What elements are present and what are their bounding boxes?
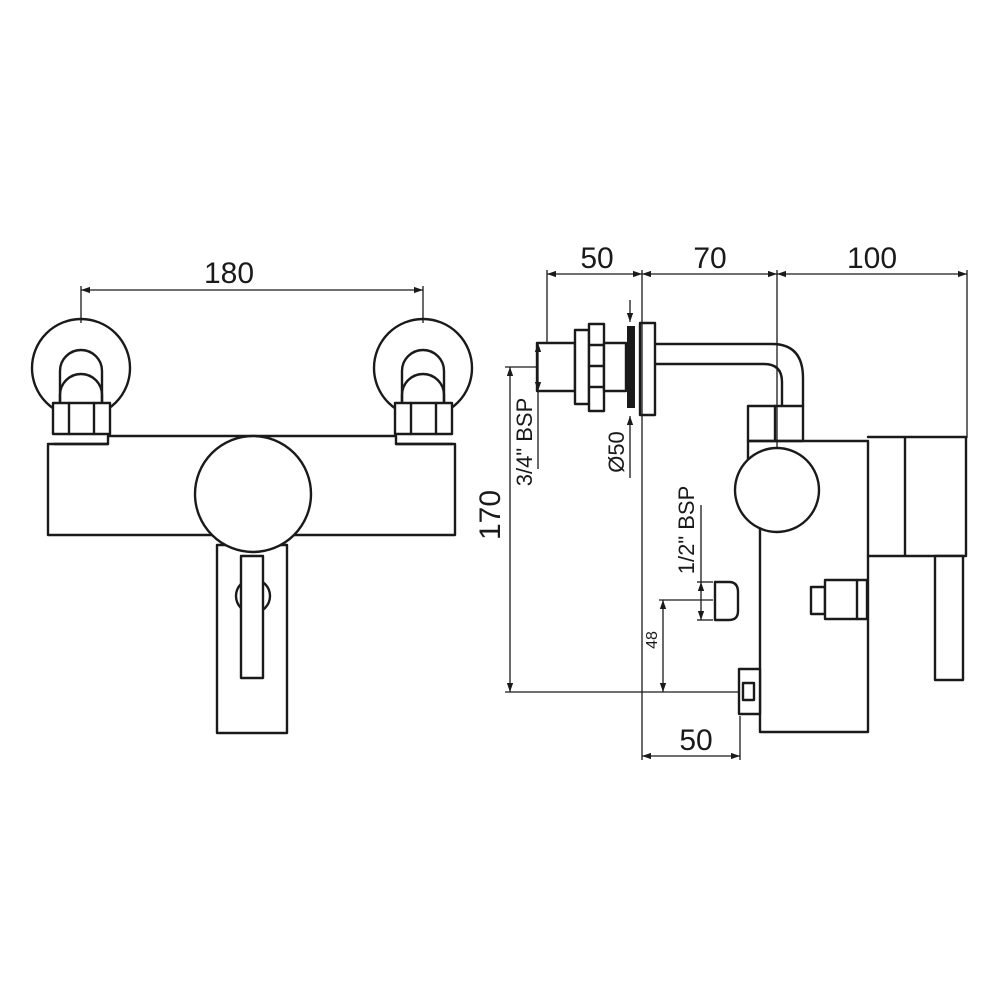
handle-lever: [239, 554, 265, 680]
bottom-depth-label: 50: [679, 724, 712, 757]
overall-height-label: 170: [474, 490, 507, 540]
dimension-width: [80, 286, 424, 323]
handle-knob: [193, 434, 313, 554]
mixer-body: [46, 434, 457, 537]
inlet-thread-label: 3/4" BSP: [512, 398, 537, 487]
wall-flange: [638, 321, 657, 417]
diverter-button: [823, 578, 869, 621]
left-hex-nut: [51, 401, 112, 436]
cartridge-housing: [866, 435, 968, 558]
outlet-thread-label: 1/2" BSP: [674, 486, 699, 575]
dimension-handle-depth-label: 100: [847, 242, 897, 275]
flange-diameter-label: Ø50: [604, 431, 629, 473]
dimension-body-offset-label: 70: [693, 242, 726, 275]
outlet-connection: [713, 580, 740, 622]
right-hex-nut: [393, 401, 454, 436]
side-view: 50 70 100 3/4" BSP 170 Ø50 1/2" BSP 48 5…: [474, 242, 968, 760]
outlet-height-label: 48: [644, 631, 661, 649]
wall-pipe: [653, 342, 805, 408]
inlet-hex-fitting: [535, 341, 577, 393]
lever-side: [933, 554, 965, 682]
dimension-width-label: 180: [204, 257, 254, 290]
dimension-inlet-depth-label: 50: [580, 242, 613, 275]
side-dimensions: [505, 270, 968, 760]
handle-knob-side: [733, 446, 821, 534]
front-view: 180: [30, 257, 474, 735]
seal-washer: [627, 326, 635, 408]
